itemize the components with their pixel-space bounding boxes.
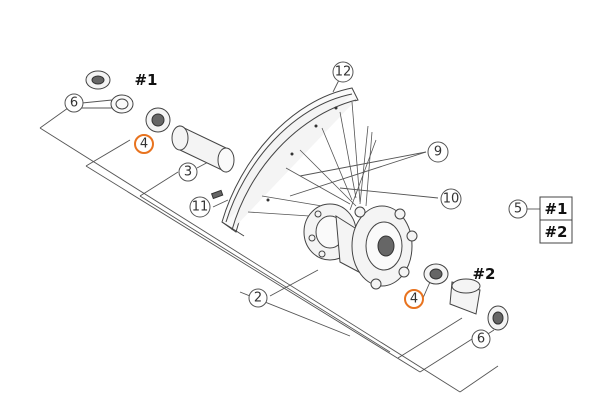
legend-row-2: #2 xyxy=(544,223,567,241)
seal-bottom-part xyxy=(487,305,509,331)
callout-4-bottom-label: 4 xyxy=(410,292,418,307)
spokes-part xyxy=(247,101,377,219)
seal-top-part xyxy=(85,70,111,90)
spacer-part xyxy=(171,125,235,173)
callout-6-bottom: 6 xyxy=(471,329,491,349)
group-label-top: #1 xyxy=(134,71,157,89)
callout-10: 10 xyxy=(440,188,462,210)
callout-3-label: 3 xyxy=(184,165,192,180)
callout-4-top: 4 xyxy=(134,134,154,154)
leader-lines xyxy=(81,77,495,340)
callout-3: 3 xyxy=(178,162,198,182)
sleeve-bottom-part xyxy=(449,278,481,315)
callout-10-label: 10 xyxy=(443,192,460,207)
callout-4-top-label: 4 xyxy=(140,137,148,152)
callout-9-label: 9 xyxy=(434,145,442,160)
callout-12-label: 12 xyxy=(335,65,352,80)
callout-11: 11 xyxy=(189,196,211,218)
callout-2: 2 xyxy=(248,288,268,308)
rim-part xyxy=(221,87,359,237)
callout-12: 12 xyxy=(332,61,354,83)
callout-6-top-label: 6 xyxy=(70,96,78,111)
valve-part xyxy=(210,189,224,200)
legend-row-1: #1 xyxy=(544,200,567,218)
callout-11-label: 11 xyxy=(192,200,209,215)
callout-6-top: 6 xyxy=(64,93,84,113)
ring-top-part xyxy=(110,94,134,114)
callout-5: 5 xyxy=(508,199,540,219)
callout-2-label: 2 xyxy=(254,291,262,306)
legend-box: #1 #2 xyxy=(539,196,573,244)
guide-lines xyxy=(39,107,499,393)
bearing-top-part xyxy=(145,107,171,133)
callout-5-label: 5 xyxy=(514,202,522,217)
callout-9: 9 xyxy=(427,141,449,163)
callout-6-bottom-label: 6 xyxy=(477,332,485,347)
hub-part xyxy=(303,203,418,290)
callout-4-bottom: 4 xyxy=(404,289,424,309)
group-label-bottom: #2 xyxy=(472,265,495,283)
bearing-bottom-part xyxy=(423,263,449,285)
